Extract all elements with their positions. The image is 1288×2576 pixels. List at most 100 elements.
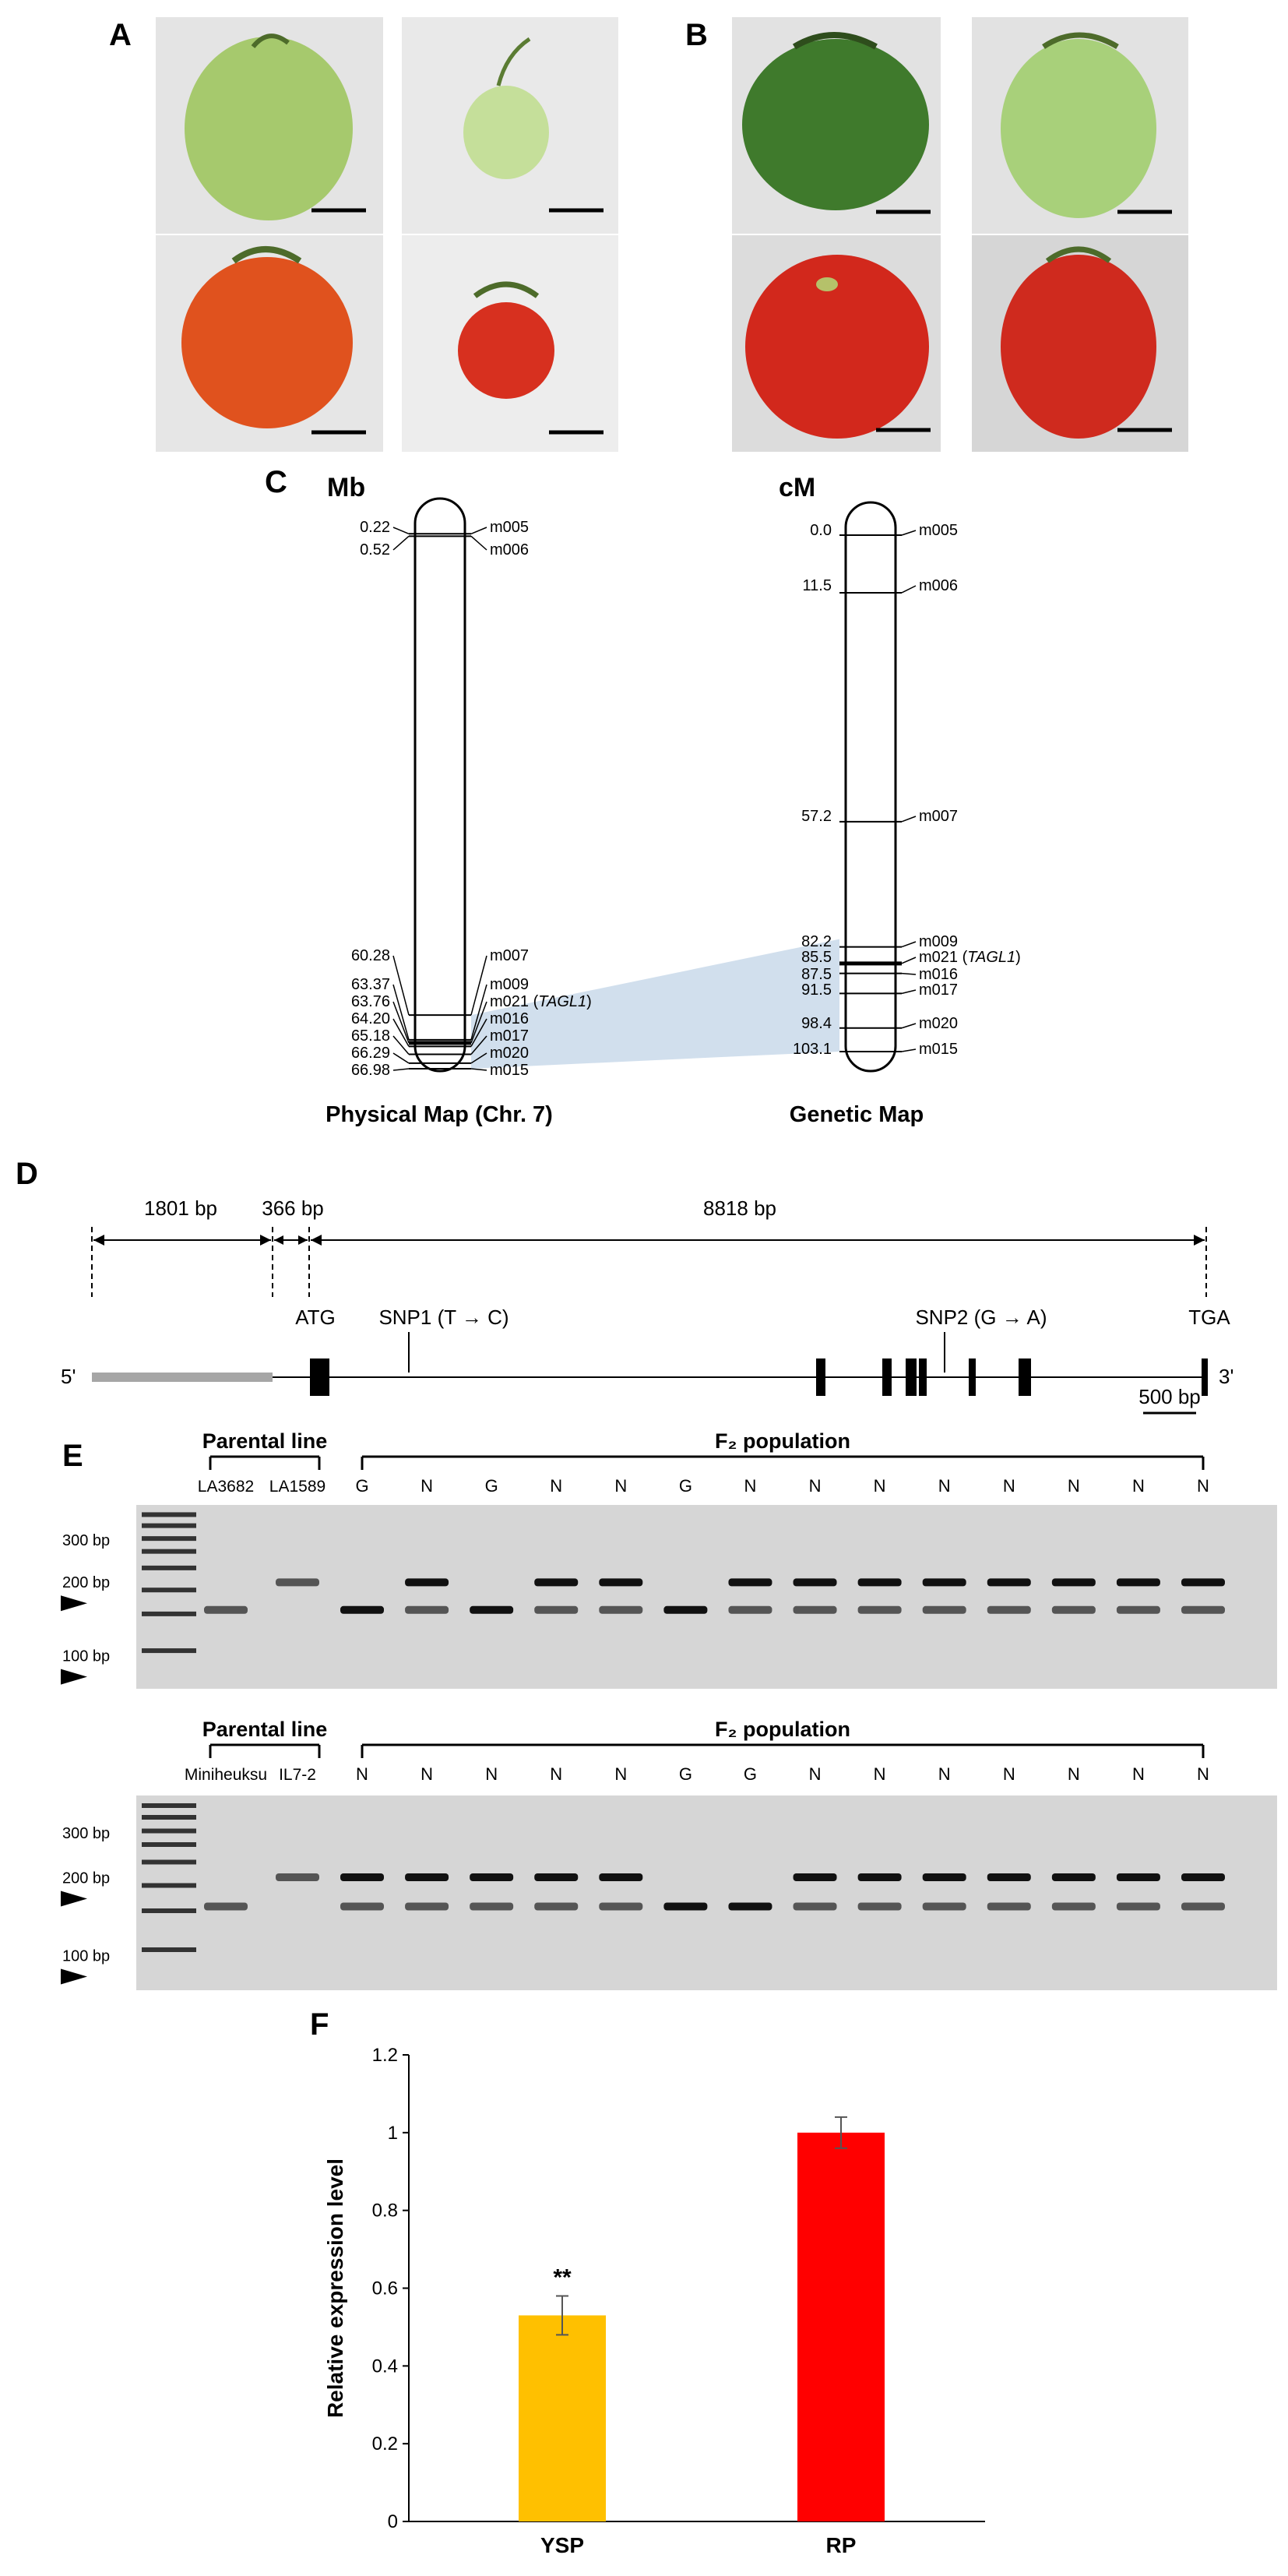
ladder-arrow [61, 1968, 87, 1985]
dna-band [922, 1873, 966, 1881]
y-axis-label: Relative expression level [323, 2158, 347, 2418]
length-1801: 1801 bp [144, 1196, 217, 1220]
physical-marker-pos: 63.37 [351, 976, 390, 993]
lane-genotype-label: N [1068, 1476, 1080, 1496]
gel-image [136, 1505, 1277, 1689]
physical-marker-name: m006 [490, 541, 529, 559]
fruit-lightgreen [1001, 39, 1156, 218]
physical-marker-name: m015 [490, 1062, 529, 1079]
physical-marker-pos: 60.28 [351, 947, 390, 964]
dna-band [793, 1578, 837, 1587]
dna-band [340, 1873, 384, 1881]
panel-label-c: C [265, 465, 287, 499]
genetic-leader [901, 1048, 917, 1052]
dna-band [1051, 1873, 1096, 1881]
ladder-band [142, 1828, 196, 1834]
genetic-leader [901, 957, 917, 964]
dna-band [470, 1902, 514, 1911]
bar-rp [797, 2132, 885, 2521]
physical-leader-right [470, 1018, 487, 1047]
dna-band [534, 1902, 579, 1911]
fruit-red-b3 [745, 255, 929, 439]
snp1-label: SNP1 (T → C) [378, 1306, 509, 1329]
lane-genotype-label: N [614, 1764, 627, 1784]
dna-band [793, 1873, 837, 1881]
dna-band [470, 1873, 514, 1881]
genetic-marker-pos: 98.4 [801, 1015, 832, 1032]
y-tick-label: 0.6 [372, 2278, 398, 2299]
dna-band [793, 1605, 837, 1614]
ladder-band [142, 1611, 196, 1616]
gel-image [136, 1795, 1277, 1990]
dna-band [1116, 1873, 1160, 1881]
physical-leader-left [392, 527, 410, 534]
exon-2 [816, 1358, 825, 1396]
dna-band [1116, 1605, 1160, 1614]
panel-a-photos [156, 17, 618, 452]
lane-genotype-label: N [356, 1764, 368, 1784]
ladder-band [142, 1512, 196, 1517]
dna-band [663, 1902, 708, 1911]
parent-lane-label: Miniheuksu [185, 1766, 267, 1784]
dna-band [1181, 1605, 1225, 1614]
dna-band [204, 1605, 248, 1614]
lane-genotype-label: N [550, 1764, 562, 1784]
physical-chromosome [413, 497, 466, 1073]
physical-leader-right [470, 1052, 487, 1064]
lane-genotype-label: G [744, 1764, 757, 1784]
ladder-size-label: 200 bp [62, 1870, 110, 1887]
ladder-arrow [61, 1891, 87, 1907]
dna-band [1116, 1902, 1160, 1911]
bar-ysp [519, 2315, 606, 2521]
dna-band [663, 1605, 708, 1614]
length-8818: 8818 bp [703, 1196, 776, 1220]
significance-annotation: ** [553, 2264, 572, 2290]
dna-band [1051, 1578, 1096, 1587]
physical-marker-pos: 66.98 [351, 1062, 390, 1079]
physical-marker-pos: 66.29 [351, 1045, 390, 1062]
physical-unit: Mb [327, 473, 365, 502]
physical-marker-pos: 65.18 [351, 1027, 390, 1045]
ladder-band [142, 1565, 196, 1570]
genetic-marker-name: m016 [919, 966, 958, 983]
fruit-red-b4 [1001, 255, 1156, 439]
lane-genotype-label: N [1068, 1764, 1080, 1784]
dna-band [470, 1605, 514, 1614]
lane-genotype-label: N [874, 1476, 886, 1496]
lane-genotype-label: N [809, 1476, 822, 1496]
fruit-darkgreen [742, 39, 929, 210]
physical-leader-left [392, 1068, 410, 1071]
genetic-leader [901, 585, 917, 594]
genetic-marker-pos: 85.5 [801, 949, 832, 966]
dna-band [405, 1902, 449, 1911]
physical-marker-name: m021 (TAGL1) [490, 993, 592, 1010]
genetic-marker-name: m007 [919, 808, 958, 825]
physical-marker-pos: 63.76 [351, 993, 390, 1010]
dna-band [340, 1902, 384, 1911]
dna-band [340, 1605, 384, 1614]
lane-genotype-label: N [1003, 1764, 1015, 1784]
ladder-band [142, 1842, 196, 1847]
ladder-size-label: 100 bp [62, 1948, 110, 1965]
lane-genotype-label: N [1197, 1764, 1209, 1784]
gene-structure: 1801 bp 366 bp 8818 bp ATG SNP1 (T → C) … [61, 1196, 1233, 1415]
physical-map-title: Physical Map (Chr. 7) [326, 1102, 553, 1127]
panel-label-f: F [310, 2007, 329, 2042]
ladder-size-label: 300 bp [62, 1825, 110, 1842]
lane-genotype-label: N [485, 1764, 498, 1784]
ladder-band [142, 1815, 196, 1820]
physical-marker-name: m017 [490, 1027, 529, 1045]
y-tick-label: 1.2 [372, 2045, 398, 2066]
lane-genotype-label: G [679, 1476, 692, 1496]
lane-genotype-label: N [874, 1764, 886, 1784]
lane-genotype-label: N [1132, 1764, 1145, 1784]
fruit-red-small [458, 302, 554, 399]
lane-genotype-label: N [938, 1476, 951, 1496]
fruit-green-small [463, 86, 549, 179]
dna-band [987, 1578, 1031, 1587]
genetic-map-title: Genetic Map [790, 1102, 924, 1127]
genetic-marker-pos: 57.2 [801, 808, 832, 825]
genetic-marker-pos: 82.2 [801, 933, 832, 950]
